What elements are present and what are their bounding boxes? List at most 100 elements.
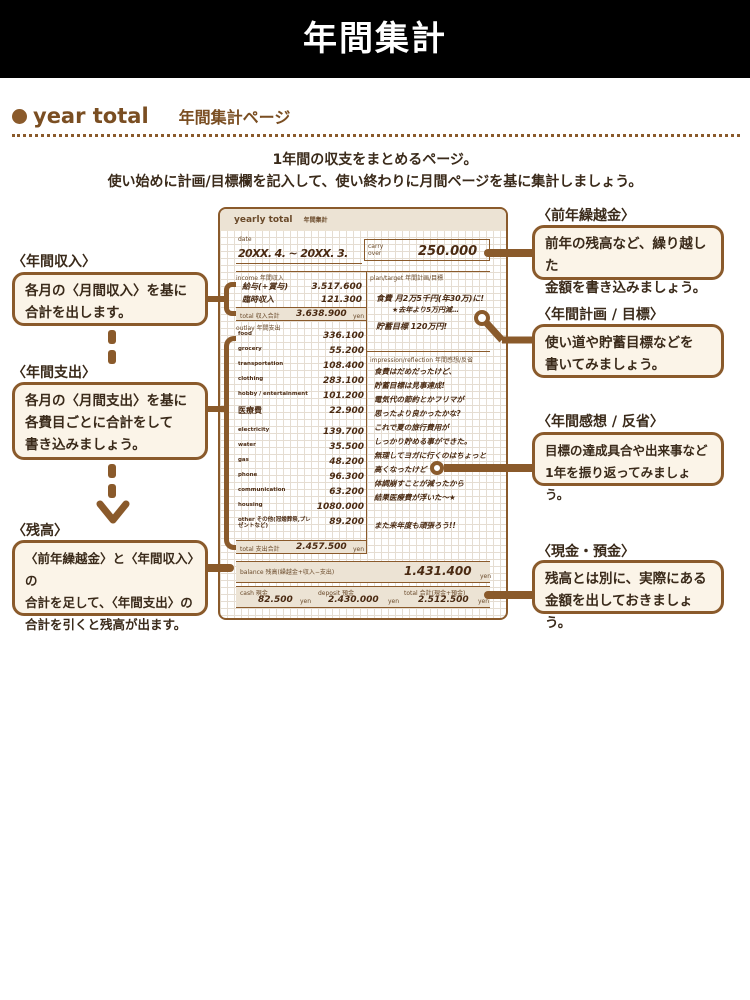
yen-label: yen (480, 573, 492, 580)
total-label: total 合計(現金+預金) (404, 590, 466, 597)
date-value: 20XX. 4. ~ 20XX. 3. (238, 247, 348, 260)
dash (108, 330, 116, 344)
income-total-value: 3.638.900 (296, 309, 347, 319)
arrow-down-icon (96, 500, 130, 524)
carry-label: carry over (368, 243, 384, 257)
outlay-name: other その他(冠婚葬祭,プレゼントなど) (238, 517, 311, 529)
plan-line: 食費 月2万5千円(年30万)に! (376, 294, 485, 303)
impression-line: 食費はだめだったけど、 (374, 367, 456, 376)
outlay-name: communication (238, 487, 286, 493)
outlay-value: 96.300 (329, 472, 364, 482)
outlay-callout-label: 〈年間支出〉 (12, 365, 96, 381)
total-value: 2.512.500 (418, 595, 469, 605)
date-label: date (238, 236, 252, 243)
connector (208, 564, 234, 572)
outlay-row: clothing 283.100 (238, 376, 364, 386)
outlay-name: grocery (238, 346, 262, 352)
callout-text: 〈前年繰越金〉と〈年間収入〉の (25, 551, 194, 588)
impression-label: impression/reflection 年間感想/反省 (370, 357, 473, 364)
outlay-name: 医療費 (238, 406, 262, 415)
income-total-band (236, 307, 366, 321)
cash-band (236, 586, 490, 608)
connector (444, 464, 534, 472)
outlay-row: grocery 55.200 (238, 346, 364, 356)
plan-callout: 使い道や貯蓄目標などを書いてみましょう。 (532, 324, 724, 378)
carry-value: 250.000 (418, 244, 478, 259)
balance-callout-label: 〈残高〉 (12, 523, 68, 539)
divider (366, 351, 490, 352)
outlay-value: 108.400 (323, 361, 364, 371)
outlay-value: 336.100 (323, 331, 364, 341)
outlay-total-band (236, 540, 366, 554)
intro-line-2: 使い始めに計画/目標欄を記入して、使い終わりに月間ページを基に集計しましょう。 (107, 174, 643, 190)
impression-line (374, 505, 486, 519)
outlay-value: 55.200 (329, 346, 364, 356)
impression-line: 貯蓄目標は見事達成! (374, 381, 445, 390)
outlay-row: communication 63.200 (238, 487, 364, 497)
callout-text: 使い道や貯蓄目標などを (545, 335, 694, 351)
impression-callout-label: 〈年間感想 / 反省〉 (537, 414, 664, 430)
dash (108, 464, 116, 478)
outlay-name: food (238, 331, 252, 337)
income-label: income 年間収入 (236, 275, 284, 282)
page-header: 年間集計 (0, 0, 750, 78)
outlay-row: other その他(冠婚葬祭,プレゼントなど)89.200 (238, 517, 364, 529)
callout-text: 金額を書き込みましょう。 (545, 280, 707, 296)
yen-label: yen (353, 313, 365, 320)
income-name: 臨時収入 (242, 295, 274, 304)
yen-label: yen (388, 598, 400, 605)
impression-line: 電気代の節約とかフリマが (374, 395, 464, 404)
outlay-value: 139.700 (323, 427, 364, 437)
form-title-jp: 年間集計 (303, 217, 328, 224)
outlay-name: phone (238, 472, 258, 478)
outlay-label: outlay 年間支出 (236, 325, 281, 332)
impression-line: これで夏の旅行費用が (374, 423, 449, 432)
income-value: 121.300 (321, 295, 362, 305)
income-callout: 各月の〈月間収入〉を基に合計を出します。 (12, 272, 208, 326)
yen-label: yen (478, 598, 490, 605)
income-row: 給与(+賞与)3.517.600 (242, 281, 362, 292)
plan-callout-label: 〈年間計画 / 目標〉 (537, 307, 664, 323)
yearly-total-form: yearly total 年間集計 date 20XX. 4. ~ 20XX. … (218, 207, 508, 620)
carry-callout-label: 〈前年繰越金〉 (537, 208, 635, 224)
impression-line: 結果医療費が浮いた〜★ (374, 493, 456, 502)
section-title-jp: 年間集計ページ (178, 108, 291, 127)
dash (108, 484, 116, 498)
form-title-en: yearly total (234, 215, 293, 225)
yen-label: yen (353, 546, 365, 553)
yen-label: yen (300, 598, 312, 605)
outlay-value: 35.500 (329, 442, 364, 452)
outlay-value: 63.200 (329, 487, 364, 497)
outlay-name: clothing (238, 376, 264, 382)
deposit-label: deposit 預金 (318, 590, 355, 597)
callout-text: 合計を出します。 (25, 305, 132, 321)
income-row: 臨時収入 121.300 (242, 294, 362, 305)
callout-text: 前年の残高など、繰り越した (545, 236, 707, 274)
dash (108, 350, 116, 364)
outlay-name: electricity (238, 427, 270, 433)
column-divider (366, 271, 367, 554)
carry-callout: 前年の残高など、繰り越した金額を書き込みましょう。 (532, 225, 724, 296)
income-bracket (224, 282, 236, 316)
income-callout-label: 〈年間収入〉 (12, 254, 96, 270)
callout-text: 残高とは別に、実際にある (545, 571, 707, 587)
connector (484, 591, 534, 599)
outlay-row: electricity 139.700 (238, 427, 364, 437)
cash-label: cash 現金 (240, 590, 268, 597)
divider (236, 263, 362, 264)
income-value: 3.517.600 (311, 282, 362, 292)
connector (208, 406, 224, 412)
callout-text: 目標の達成具合や出来事など (545, 443, 708, 458)
callout-text: 各月の〈月間収入〉を基に (25, 283, 187, 299)
outlay-value: 283.100 (323, 376, 364, 386)
callout-text: 1年を振り返ってみましょう。 (545, 465, 691, 502)
connector (208, 296, 224, 302)
impression-text: 食費はだめだったけど、貯蓄目標は見事達成!電気代の節約とかフリマが思ったより良か… (374, 365, 486, 533)
outlay-name: hobby / entertainment (238, 391, 308, 397)
bullet-icon (12, 108, 27, 124)
callout-text: 各費目ごとに合計をして (25, 415, 174, 431)
